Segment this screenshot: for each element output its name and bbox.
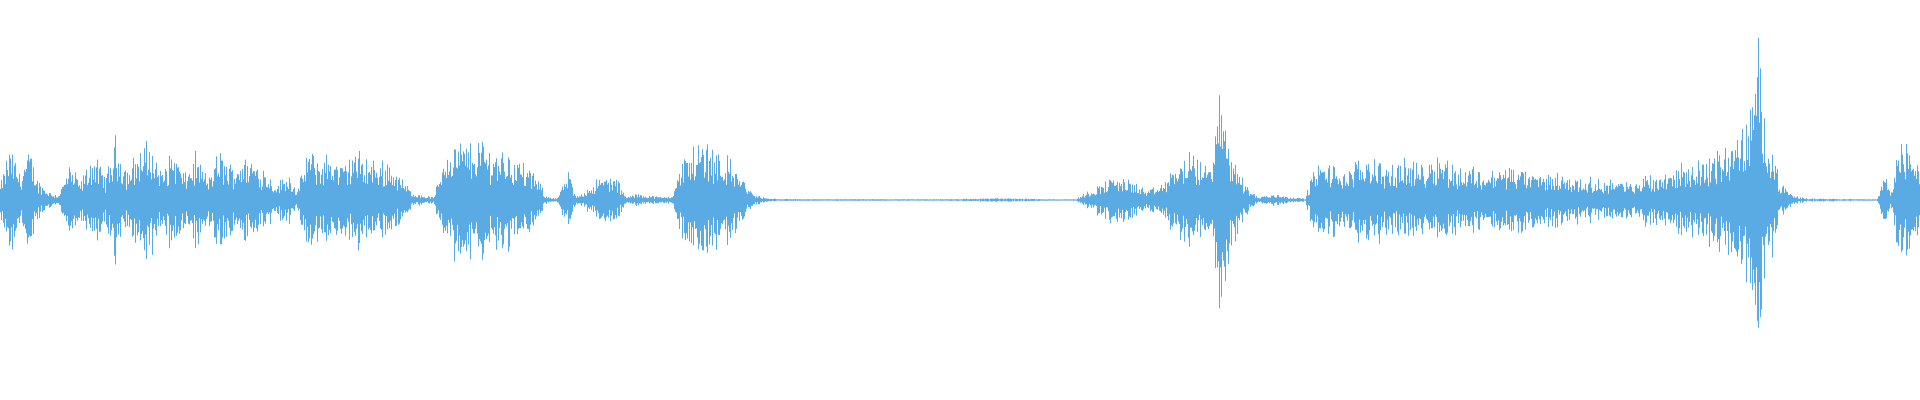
waveform-bars [0, 37, 1920, 328]
waveform-path [0, 37, 1920, 328]
